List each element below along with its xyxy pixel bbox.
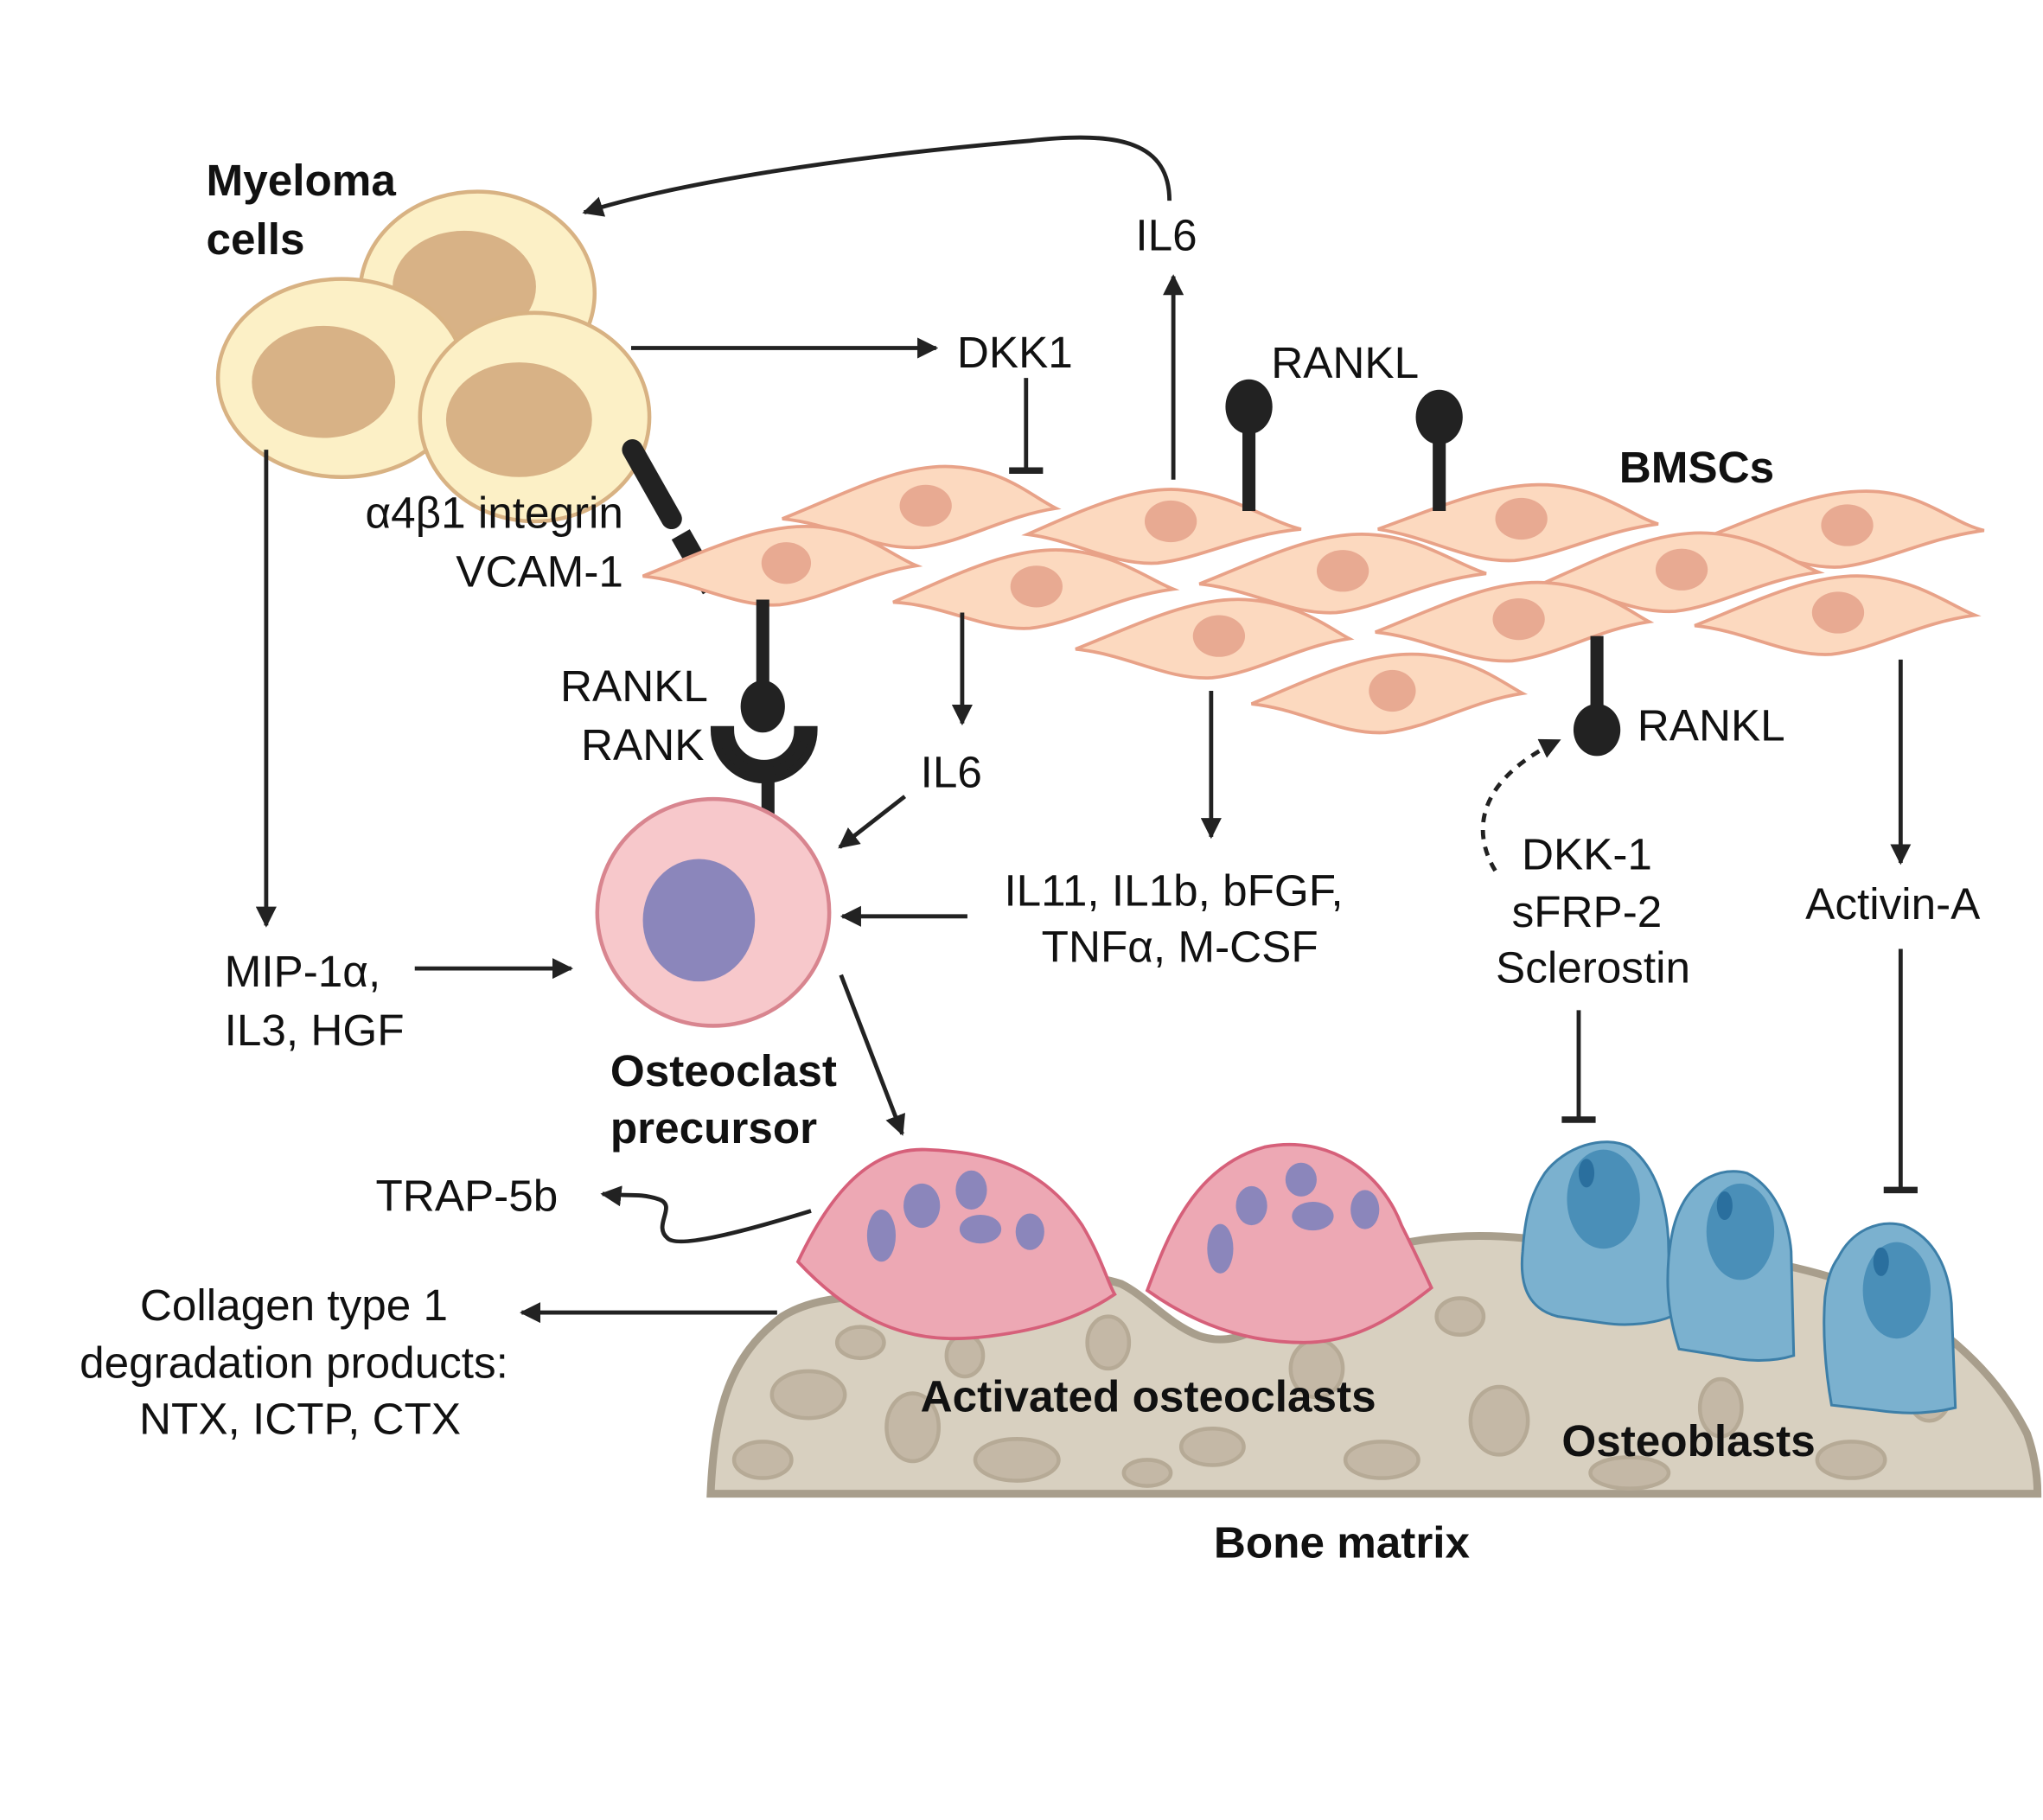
osteoblast-3[interactable] — [1823, 1222, 1957, 1414]
rankl-right-label: RANKL — [1638, 700, 1785, 750]
activin-inhibition-osteoblast — [1883, 948, 1918, 1194]
integrin-label: α4β1 integrin — [365, 489, 622, 538]
rankl-top-label: RANKL — [1271, 338, 1419, 387]
bone-matrix-label: Bone matrix — [1214, 1518, 1471, 1568]
bmsc-cells[interactable] — [642, 464, 1985, 735]
dkk1-label: DKK1 — [957, 328, 1073, 377]
il6-feedback-arrow — [582, 135, 1172, 217]
rankl-top-lollipops — [1225, 379, 1463, 511]
activin-label: Activin-A — [1805, 879, 1981, 929]
osteoclast-precursor-label: Osteoclast precursor — [610, 1046, 849, 1153]
dkk1-inhibition — [1009, 378, 1044, 474]
osteoclast-to-trap-arrow — [600, 1185, 812, 1244]
myeloma-cells[interactable] — [215, 189, 652, 524]
wnt-inhibitors-label: DKK-1 sFRP-2 Sclerostin — [1496, 830, 1690, 993]
cytokines-label: IL11, IL1b, bFGF, TNFα, M-CSF — [1004, 866, 1355, 972]
rankl-left-label: RANKL — [560, 661, 708, 711]
wnt-inhibition-osteoblast — [1561, 1010, 1596, 1123]
activated-osteoclasts-label: Activated osteoclasts — [921, 1372, 1376, 1421]
vcam-label: VCAM-1 — [456, 546, 623, 596]
activated-osteoclast-2[interactable] — [1145, 1142, 1433, 1344]
rankl-rank-binding — [710, 599, 818, 819]
osteoblast-2[interactable] — [1666, 1170, 1796, 1362]
il6-top-label: IL6 — [1135, 210, 1197, 259]
osteoclast-precursor-cell[interactable] — [595, 796, 832, 1028]
bmscs-label: BMSCs — [1619, 443, 1774, 492]
il6-to-precursor-arrow — [838, 795, 907, 849]
osteoblast-1[interactable] — [1520, 1140, 1673, 1326]
activated-osteoclast-1[interactable] — [795, 1147, 1117, 1341]
il6-mid-label: IL6 — [921, 748, 982, 797]
rank-label: RANK — [581, 720, 704, 770]
trap-label: TRAP-5b — [376, 1172, 559, 1221]
precursor-to-osteoclast-arrow — [839, 974, 906, 1136]
osteoblasts-label: Osteoblasts — [1561, 1416, 1815, 1466]
myeloma-label: Myeloma cells — [207, 156, 409, 264]
collagen-label: Collagen type 1 degradation products: NT… — [80, 1280, 520, 1443]
rankl-right-lollipop — [1573, 635, 1621, 757]
mip-label: MIP-1α, IL3, HGF — [225, 947, 405, 1055]
